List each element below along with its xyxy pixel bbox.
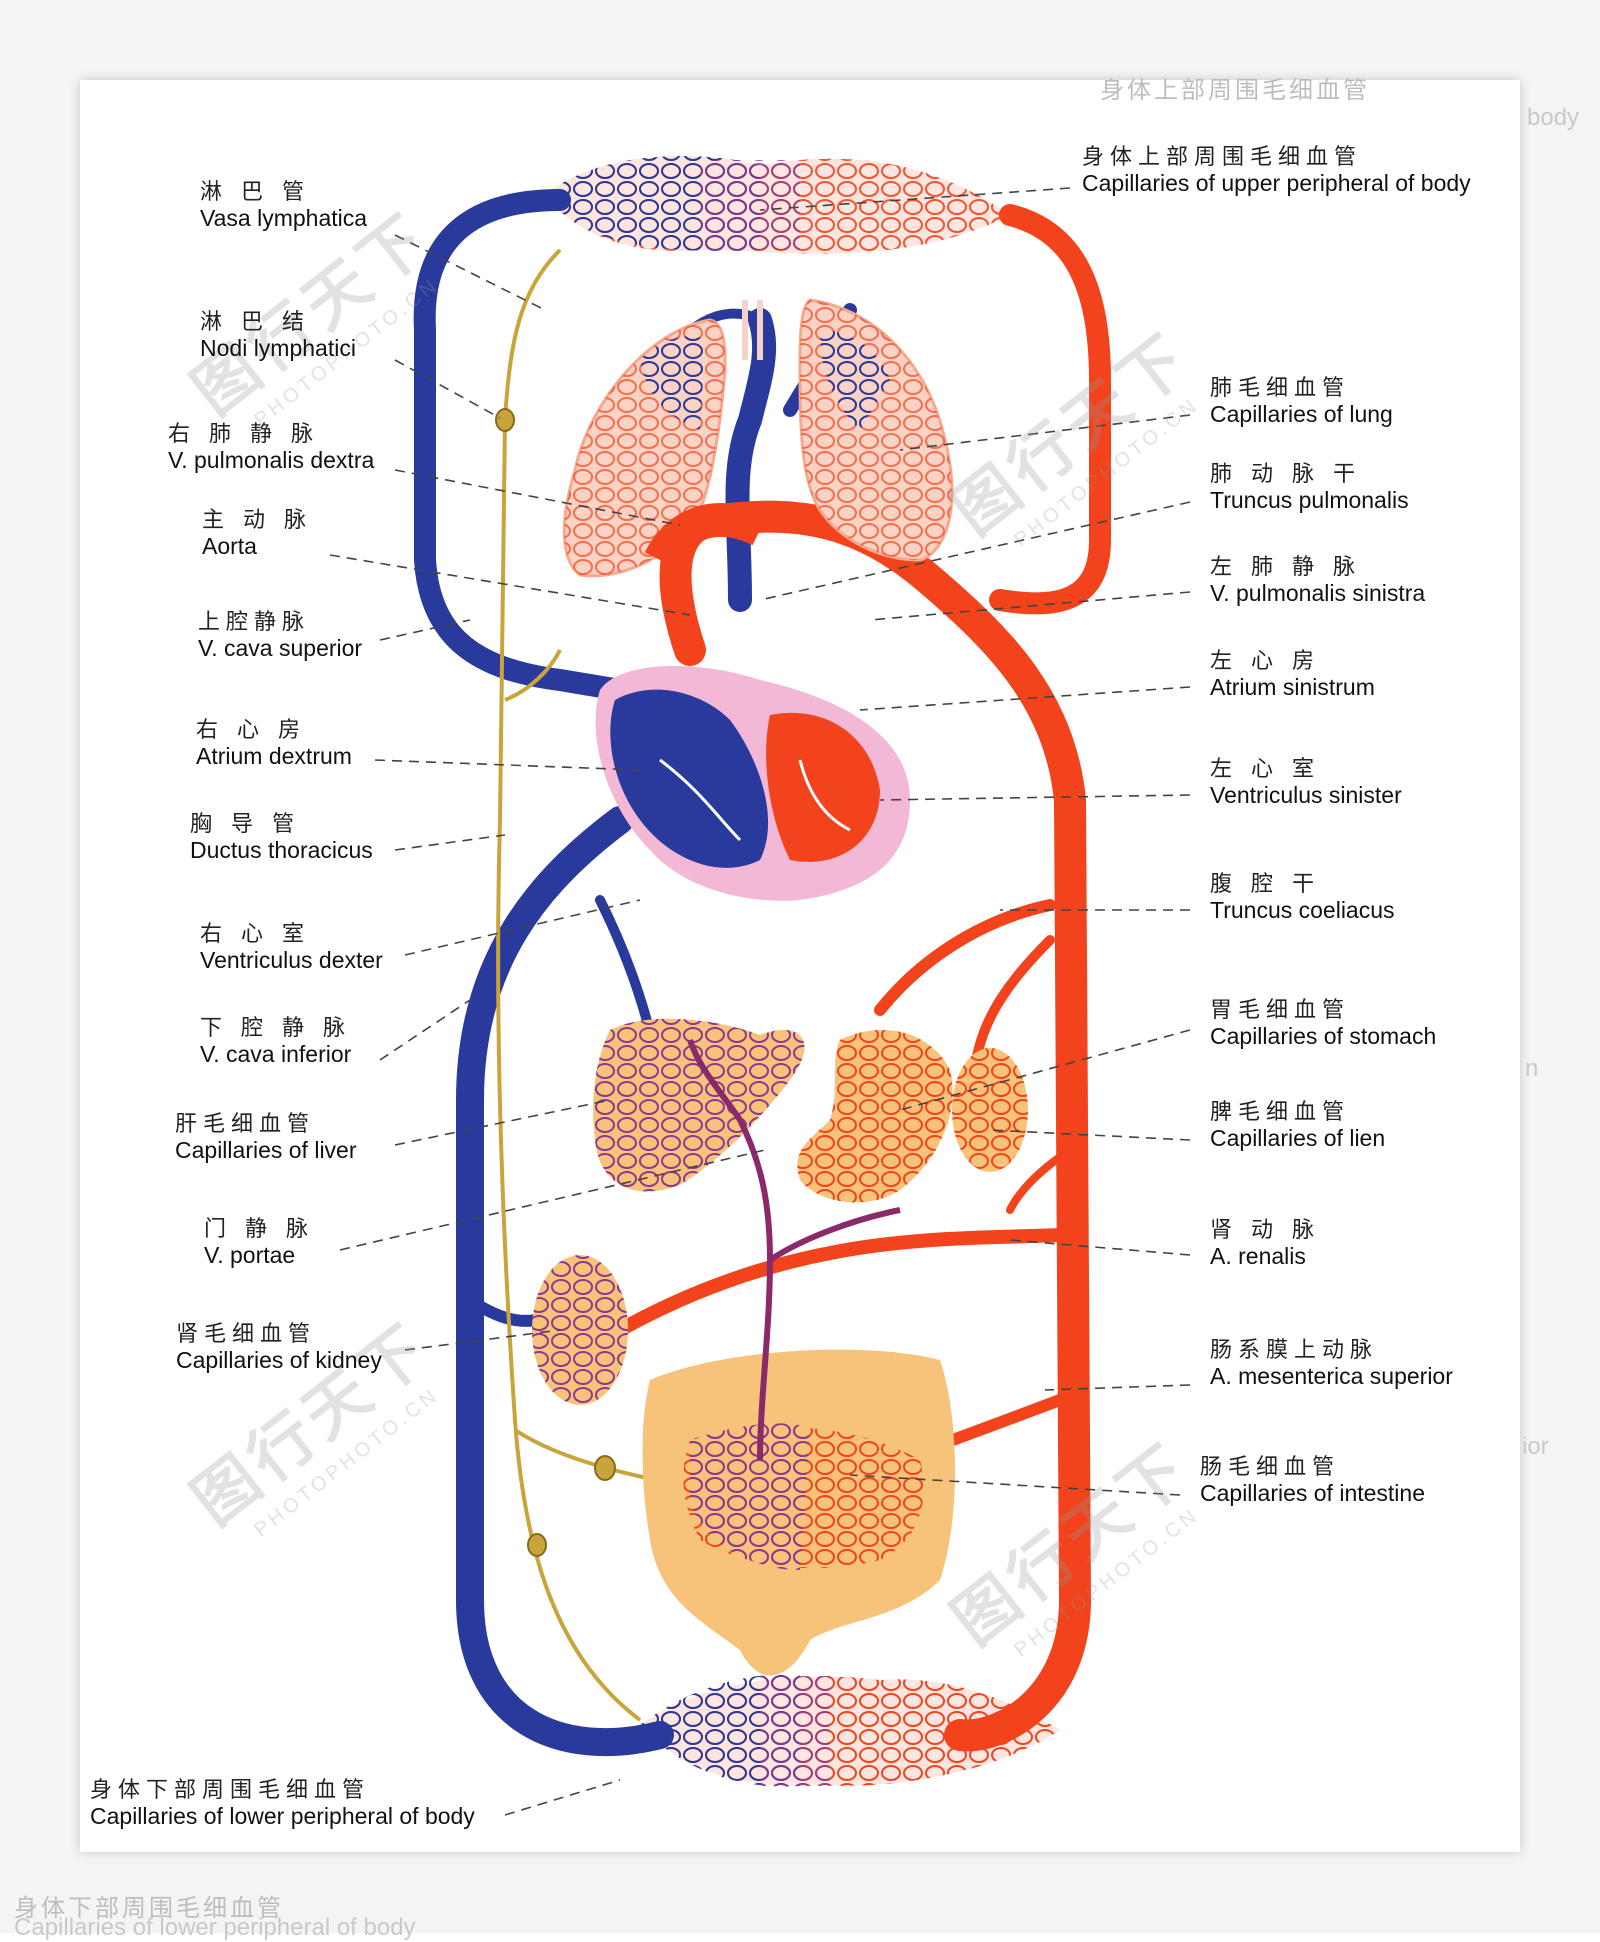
ghost-right-low: ior [1522,1433,1549,1460]
lungs [562,298,954,578]
upper-body-capillaries [545,156,1010,254]
intestine [642,1349,955,1676]
leader-lines [329,187,1191,1816]
ghost-bottom-cn: 身体下部周围毛细血管 [14,1894,284,1922]
kidney [532,1255,628,1405]
spleen [952,1048,1028,1172]
heart [595,503,910,901]
lymph-nodes [495,408,616,1557]
ghost-top-en: body [1527,104,1580,131]
lower-body-capillaries [640,1674,1060,1787]
ghost-top-cn: 身体上部周围毛细血管 [1100,76,1370,104]
stomach [797,1030,953,1203]
liver [593,1018,805,1192]
ghost-right-mid: n [1525,1055,1539,1082]
portal-vein [687,1039,901,1461]
